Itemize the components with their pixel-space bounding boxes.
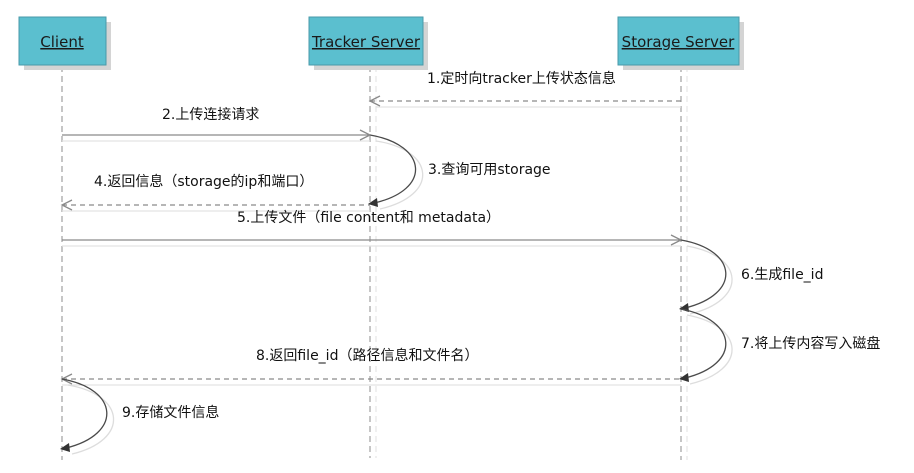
message-4-label: 4.返回信息（storage的ip和端口） bbox=[94, 173, 313, 190]
message-6: 6.生成file_id bbox=[679, 239, 823, 315]
message-1-label: 1.定时向tracker上传状态信息 bbox=[427, 70, 616, 87]
message-6-label: 6.生成file_id bbox=[741, 267, 823, 283]
message-5-label: 5.上传文件（file content和 metadata） bbox=[237, 210, 500, 226]
message-9: 9.存储文件信息 bbox=[60, 378, 219, 455]
actor-storage: Storage Server bbox=[617, 16, 744, 70]
message-7-label: 7.将上传内容写入磁盘 bbox=[741, 335, 880, 352]
message-4: 4.返回信息（storage的ip和端口） bbox=[60, 173, 370, 212]
message-3: 3.查询可用storage bbox=[368, 134, 551, 210]
actor-tracker-label: Tracker Server bbox=[311, 33, 421, 51]
message-8-label: 8.返回file_id（路径信息和文件名） bbox=[256, 347, 478, 364]
actor-tracker: Tracker Server bbox=[308, 16, 428, 70]
message-1: 1.定时向tracker上传状态信息 bbox=[368, 70, 681, 108]
message-2-label: 2.上传连接请求 bbox=[162, 106, 259, 123]
actor-client-label: Client bbox=[40, 33, 84, 51]
actor-storage-label: Storage Server bbox=[622, 33, 735, 51]
message-8: 8.返回file_id（路径信息和文件名） bbox=[60, 347, 681, 386]
message-3-label: 3.查询可用storage bbox=[428, 162, 551, 178]
message-5: 5.上传文件（file content和 metadata） bbox=[62, 210, 683, 247]
message-2: 2.上传连接请求 bbox=[62, 106, 372, 142]
message-7: 7.将上传内容写入磁盘 bbox=[679, 308, 880, 385]
message-9-label: 9.存储文件信息 bbox=[122, 404, 219, 421]
actor-client: Client bbox=[18, 16, 111, 70]
